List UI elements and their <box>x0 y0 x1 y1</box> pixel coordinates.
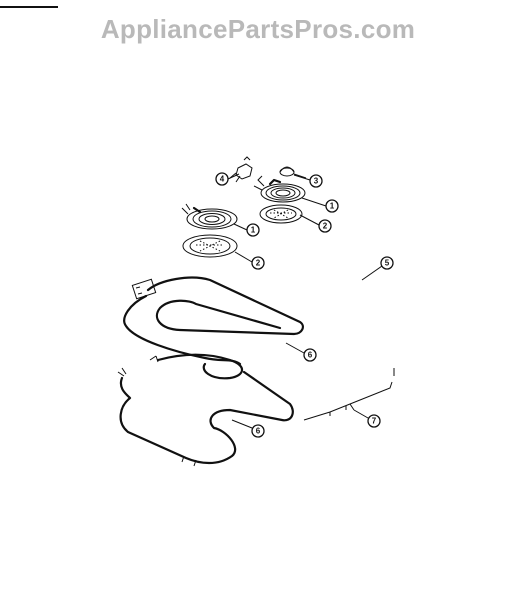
callout-1-right-label: 1 <box>330 202 335 211</box>
frame-rail-part <box>303 368 395 421</box>
callout-1-left: 1 <box>246 223 260 237</box>
callout-2-right: 2 <box>318 219 332 233</box>
callout-4-label: 4 <box>220 175 225 184</box>
callout-7-label: 7 <box>372 417 377 426</box>
callout-5-label: 5 <box>385 259 390 268</box>
callout-4: 4 <box>215 172 229 186</box>
callout-6-lower: 6 <box>251 424 265 438</box>
terminal-block-part <box>229 156 253 183</box>
drip-bowl-right <box>259 204 303 224</box>
leader-lines-top <box>227 173 327 263</box>
drip-bowl-left <box>182 234 238 258</box>
watermark-text: AppliancePartsPros.com <box>100 14 416 44</box>
callout-2-right-label: 2 <box>323 222 328 231</box>
broil-element-upper <box>123 276 304 366</box>
callout-3-label: 3 <box>314 177 319 186</box>
surface-element-right <box>253 175 306 203</box>
callout-6-lower-label: 6 <box>256 427 261 436</box>
callout-7: 7 <box>367 414 381 428</box>
callout-2-left: 2 <box>251 256 265 270</box>
callout-3: 3 <box>309 174 323 188</box>
leader-lines-bottom <box>231 342 369 429</box>
bake-element-lower <box>117 353 294 467</box>
frame-edge-part <box>361 265 383 281</box>
callout-6-upper: 6 <box>303 348 317 362</box>
callout-1-left-label: 1 <box>251 226 256 235</box>
callout-5: 5 <box>380 256 394 270</box>
callout-1-right: 1 <box>325 199 339 213</box>
callout-2-left-label: 2 <box>256 259 261 268</box>
top-rule <box>0 6 58 8</box>
surface-element-left <box>181 203 238 230</box>
knob-cap-part <box>279 166 307 179</box>
callout-6-upper-label: 6 <box>308 351 313 360</box>
